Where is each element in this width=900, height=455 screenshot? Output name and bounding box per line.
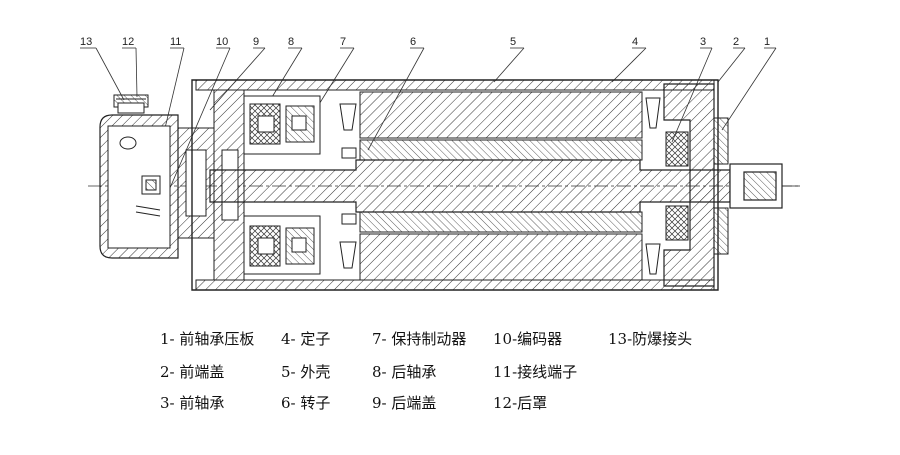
stator-upper [359,91,643,139]
callout-13: 13 [80,36,92,48]
brake-assembly-upper [243,95,321,155]
legend-item-3: 3- 前轴承 [160,394,225,412]
terminal-block [135,175,161,217]
motor-cross-section-drawing: 13 12 11 10 9 8 7 6 5 4 3 2 1 [80,36,800,291]
legend-item-8: 8- 后轴承 [372,363,437,381]
rotor-shaft [209,159,731,213]
winding-ends [339,97,661,275]
callout-5: 5 [510,36,516,48]
legend-item-7: 7- 保持制动器 [372,330,467,348]
legend-item-5: 5- 外壳 [281,363,331,381]
legend-item-12: 12-后罩 [493,394,548,412]
front-bearing [665,131,689,241]
legend-item-2: 2- 前端盖 [160,363,225,381]
legend-item-1: 1- 前轴承压板 [160,330,255,348]
callout-9: 9 [253,36,259,48]
legend-item-9: 9- 后端盖 [372,394,437,412]
callout-2: 2 [733,36,739,48]
callout-10: 10 [216,36,228,48]
rotor-lower [359,211,643,233]
legend-item-4: 4- 定子 [281,330,331,348]
parts-legend: 1- 前轴承压板 2- 前端盖 3- 前轴承 4- 定子 5- 外壳 6- 转子… [160,328,780,438]
callout-12: 12 [122,36,134,48]
callout-3: 3 [700,36,706,48]
legend-item-13: 13-防爆接头 [608,330,693,348]
brake-assembly-lower [243,215,321,275]
callout-11: 11 [170,36,181,48]
front-bearing-plate [713,117,729,255]
callout-6: 6 [410,36,416,48]
explosion-proof-connector [113,94,149,114]
stator-lower [359,233,643,281]
output-shaft [729,163,800,209]
legend-item-6: 6- 转子 [281,394,331,412]
callout-4: 4 [632,36,638,48]
callout-labels: 13 12 11 10 9 8 7 6 5 4 3 2 1 [80,36,770,48]
legend-item-10: 10-编码器 [493,330,563,348]
legend-item-11: 11-接线端子 [493,363,578,381]
rotor-upper [359,139,643,161]
callout-8: 8 [288,36,294,48]
callout-7: 7 [340,36,346,48]
callout-1: 1 [764,36,770,48]
